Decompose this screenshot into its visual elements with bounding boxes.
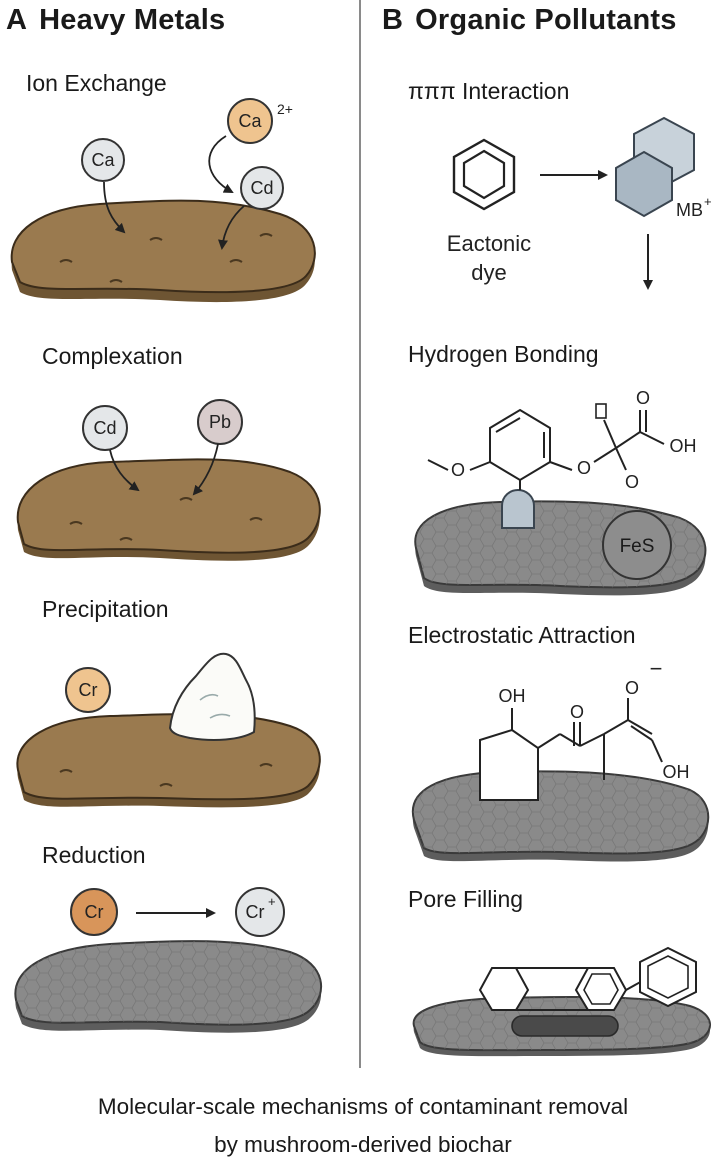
ion-exchange-scene: Ca Ca 2+ Cd bbox=[10, 98, 316, 303]
biochar-brown-top-1 bbox=[10, 199, 316, 294]
ion-cr-2-label: Cr bbox=[85, 902, 104, 922]
ion-cd-1 bbox=[240, 166, 284, 210]
ion-cd-2-label: Cd bbox=[93, 418, 116, 438]
lower-oxygen: O bbox=[625, 472, 639, 492]
ion-cr-1-label: Cr bbox=[79, 680, 98, 700]
biochar-brown-top-3 bbox=[16, 713, 321, 801]
enol-hydroxyl: OH bbox=[499, 686, 526, 706]
ion-pb bbox=[197, 399, 243, 445]
caption-line-2: by mushroom-derived biochar bbox=[214, 1132, 512, 1157]
pore-filling-scene bbox=[412, 946, 711, 1057]
ion-cr-plus-label: Cr bbox=[246, 902, 265, 922]
mechanism-hydrogen-bonding: Hydrogen Bonding bbox=[408, 341, 599, 367]
figure-caption: Molecular-scale mechanisms of contaminan… bbox=[0, 1088, 726, 1164]
panel-b-letter: B bbox=[382, 4, 404, 36]
pore-molecule-ring-2 bbox=[574, 967, 628, 1011]
carboxylate-charge: − bbox=[650, 656, 663, 681]
ion-ca-2plus bbox=[227, 98, 273, 144]
caption-line-1: Molecular-scale mechanisms of contaminan… bbox=[97, 1094, 629, 1119]
pore-channel bbox=[511, 1015, 619, 1037]
electrostatic-scene: OH O O − OH bbox=[411, 656, 710, 862]
ion-cr-2 bbox=[70, 888, 118, 936]
ion-cr-plus bbox=[235, 887, 285, 937]
phenol-ring bbox=[489, 408, 551, 482]
ether-oxygen: O bbox=[577, 458, 591, 478]
ion-ca-charge: 2+ bbox=[277, 101, 293, 117]
mechanism-pore-filling: Pore Filling bbox=[408, 886, 524, 912]
ion-cd-1-label: Cd bbox=[250, 178, 273, 198]
dye-label-line1: Eactonic bbox=[447, 231, 531, 256]
methoxy-oxygen: O bbox=[451, 460, 465, 480]
mechanism-pi-interaction: πππ Interaction bbox=[408, 78, 570, 104]
mb-charge: + bbox=[704, 194, 712, 209]
hydrogen-bonding-scene: FeS O O O O OH bbox=[414, 388, 707, 596]
panel-a-header: A Heavy Metals bbox=[6, 4, 225, 37]
panel-b-header: B Organic Pollutants bbox=[382, 4, 677, 37]
mb-label: MB bbox=[676, 200, 703, 220]
panel-b-title: Organic Pollutants bbox=[415, 4, 677, 36]
mechanism-illustrations: Ca Ca 2+ Cd Cd Pb Cr Cr bbox=[10, 98, 712, 1057]
ion-cd-2 bbox=[82, 405, 128, 451]
ion-cr-charge: + bbox=[268, 894, 276, 909]
precipitate-crystal bbox=[168, 652, 256, 741]
hbond-bump bbox=[501, 488, 535, 529]
mechanism-precipitation: Precipitation bbox=[42, 596, 169, 622]
ion-ca-2plus-label: Ca bbox=[238, 111, 262, 131]
mechanism-complexation: Complexation bbox=[42, 343, 183, 369]
mechanism-electrostatic-attraction: Electrostatic Attraction bbox=[408, 622, 636, 648]
fes-label: FeS bbox=[620, 536, 655, 557]
acid-hydroxyl: OH bbox=[663, 762, 690, 782]
reduction-scene: Cr Cr + bbox=[14, 887, 323, 1033]
ion-ca-1-label: Ca bbox=[91, 150, 115, 170]
panel-divider bbox=[359, 0, 361, 1068]
precipitation-scene: Cr bbox=[16, 652, 321, 808]
dye-label-line2: dye bbox=[471, 260, 506, 285]
mb-hexagon-front bbox=[615, 150, 673, 218]
panel-a-letter: A bbox=[6, 4, 28, 36]
cyclohexenone-ring bbox=[479, 728, 539, 801]
bracket-placeholder bbox=[595, 403, 607, 419]
panel-a-title: Heavy Metals bbox=[39, 4, 226, 36]
biochar-brown-top-2 bbox=[16, 458, 321, 554]
fes-particle bbox=[602, 510, 672, 580]
pi-interaction-scene: Eactonic dye MB + bbox=[447, 116, 712, 290]
pore-molecule-ring-1 bbox=[478, 967, 530, 1011]
ion-pb-label: Pb bbox=[209, 412, 231, 432]
hydroxyl-label-1: OH bbox=[670, 436, 697, 456]
carbonyl-oxygen: O bbox=[636, 388, 650, 408]
complexation-scene: Cd Pb bbox=[16, 399, 321, 561]
mechanism-reduction: Reduction bbox=[42, 842, 146, 868]
carboxylate-oxygen: O bbox=[625, 678, 639, 698]
benzene-ring bbox=[452, 138, 516, 211]
mechanism-ion-exchange: Ion Exchange bbox=[26, 70, 167, 96]
ion-cr-1 bbox=[65, 667, 111, 713]
ketone-oxygen: O bbox=[570, 702, 584, 722]
ion-ca-1 bbox=[81, 138, 125, 182]
